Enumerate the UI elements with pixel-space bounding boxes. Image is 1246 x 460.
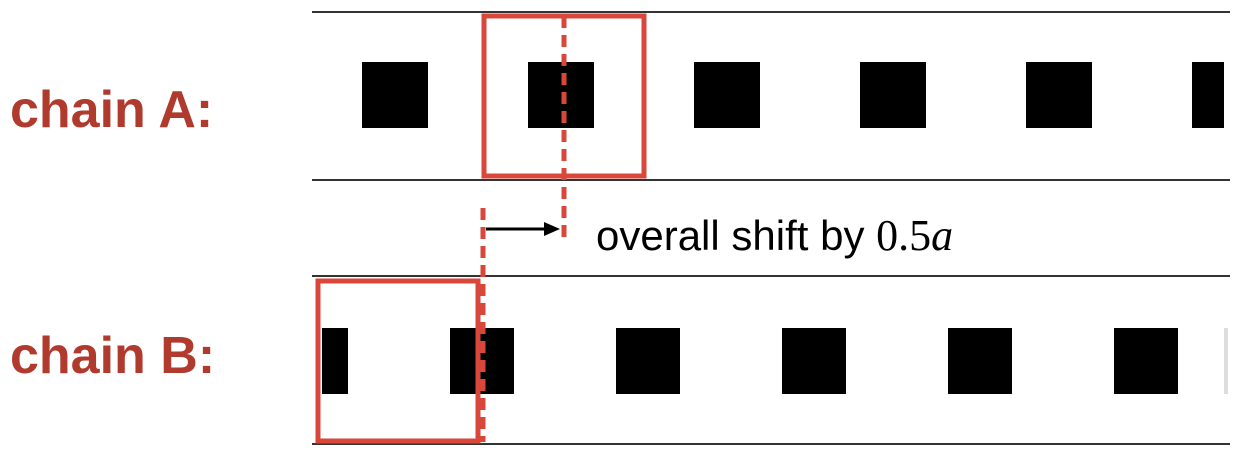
chain-b-squares [322, 328, 1228, 394]
shift-annotation-text: overall shift by [596, 212, 865, 259]
chain-b-label: chain B: [10, 327, 216, 385]
chain-a-square [528, 62, 594, 128]
chain-a-square [1026, 62, 1092, 128]
chain-b-unit-cell-box [315, 278, 481, 444]
shift-annotation-unit: a [931, 211, 954, 260]
chain-b-square [782, 328, 846, 394]
chain-b-square [1224, 328, 1228, 394]
chain-a-background [312, 12, 1230, 180]
chain-b-square [322, 328, 348, 394]
chain-a-square [1192, 62, 1224, 128]
chain-b-background [312, 276, 1230, 444]
chain-a-square [860, 62, 926, 128]
shift-arrow-head [544, 222, 560, 236]
chain-b-strip [312, 275, 1230, 445]
chain-b-square [948, 328, 1012, 394]
chain-b-square [616, 328, 680, 394]
shift-arrow [486, 222, 560, 236]
chain-b-square [1114, 328, 1178, 394]
chain-a-square [362, 62, 428, 128]
shift-annotation: overall shift by 0.5a [596, 214, 953, 258]
chain-a-strip [312, 11, 1230, 181]
chain-a-squares [362, 62, 1224, 128]
chain-a-label: chain A: [10, 81, 214, 139]
shift-annotation-value: 0.5 [876, 211, 932, 260]
chain-a-square [694, 62, 760, 128]
